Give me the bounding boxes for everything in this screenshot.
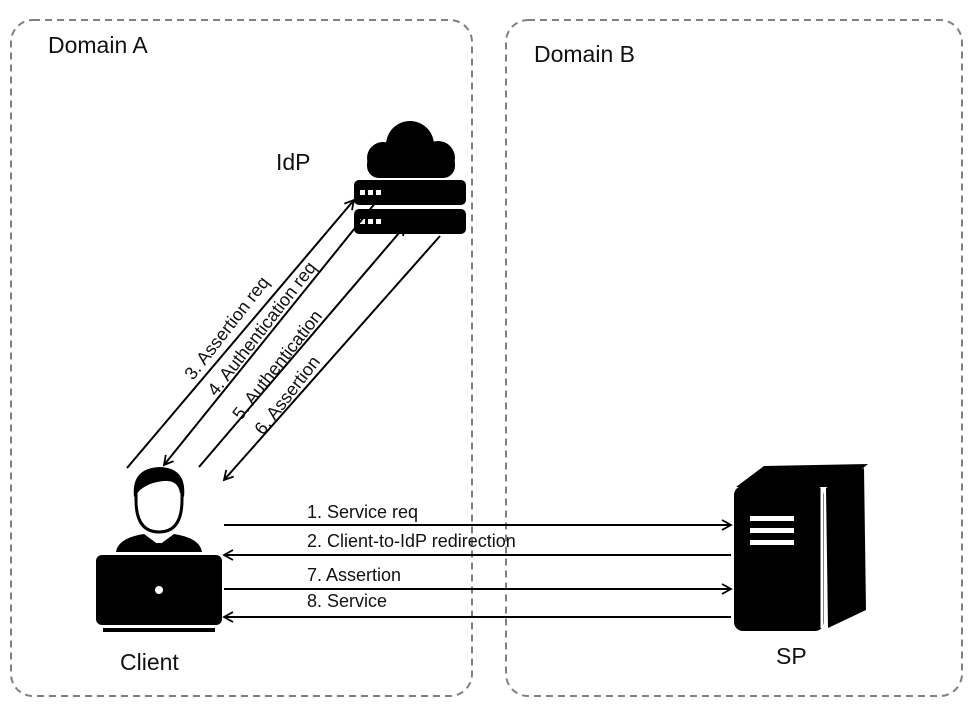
domain-b-box: [505, 19, 963, 697]
flow-label-redirection: 2. Client-to-IdP redirection: [307, 531, 516, 551]
user-shoulders: [116, 534, 202, 552]
user-hair: [133, 467, 185, 497]
domain-a-box: [10, 19, 473, 697]
server-tower-icon: [734, 464, 868, 631]
flow-label-assertion-sp: 7. Assertion: [307, 565, 401, 585]
arrow-assertion-req: [126, 198, 356, 469]
arrow-authentication: [198, 224, 407, 468]
laptop-base: [103, 628, 215, 632]
domain-a-label: Domain A: [48, 32, 148, 58]
flow-label-service: 8. Service: [307, 591, 387, 611]
user-laptop-icon: [96, 467, 222, 632]
cloud-server-icon: [354, 121, 466, 234]
flow-label-service-req: 1. Service req: [307, 502, 418, 522]
arrow-assertion-idp: [222, 235, 441, 482]
domain-b-label: Domain B: [534, 41, 635, 67]
client-label: Client: [120, 649, 179, 675]
arrow-authentication-req: [162, 196, 381, 467]
idp-label: IdP: [276, 149, 311, 175]
sp-label: SP: [776, 643, 807, 669]
